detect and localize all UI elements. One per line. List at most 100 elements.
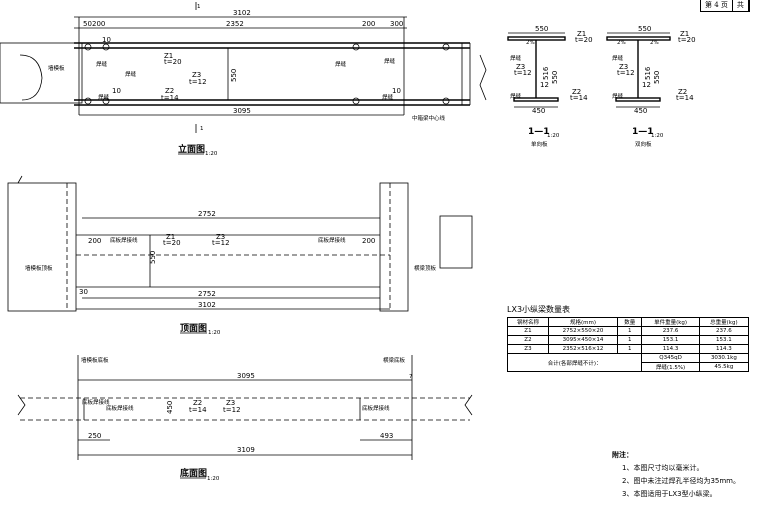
page-number: 第 4 页 — [701, 0, 733, 11]
bot-weld-left-top: 底板焊接线 — [82, 398, 110, 406]
drawing-line — [19, 54, 43, 101]
cell: 237.6 — [698, 326, 750, 336]
z2-thickness: t=14 — [161, 94, 179, 102]
sec2-weld-bottom: 焊缝 — [612, 92, 624, 100]
z3-label: Z3 — [192, 71, 201, 79]
cell: 1 — [617, 335, 643, 345]
bot-right-top: 横梁底板 — [383, 356, 406, 364]
sec2-h2: 550 — [653, 71, 661, 84]
sec2-sub: 双向板 — [635, 140, 652, 148]
top-dim-2752b: 2752 — [198, 290, 216, 298]
sec2-title: 1—1 — [632, 127, 654, 137]
sec2-z1t: t=20 — [678, 36, 696, 44]
sec1-top: 550 — [535, 25, 548, 33]
top-right-label: 横梁顶板 — [414, 264, 437, 272]
drawing-line — [0, 42, 83, 104]
weld-label-3: 焊缝 — [98, 93, 110, 101]
bot-z3: Z3 — [226, 399, 235, 407]
drawing-line — [442, 97, 450, 105]
bot-dim-3109: 3109 — [237, 446, 255, 454]
dim-200-left: 200 — [92, 20, 105, 28]
sec1-weld-top: 焊缝 — [510, 54, 522, 62]
sec2-weld-top: 焊缝 — [612, 54, 624, 62]
top-weld-right: 底板焊接线 — [318, 236, 346, 244]
z1-thickness: t=20 — [164, 58, 182, 66]
weld-size-top: 10 — [102, 36, 111, 44]
drawing-line — [102, 97, 110, 105]
bot-tick: 7 — [409, 374, 413, 380]
z1-label: Z1 — [164, 52, 173, 60]
dim-550: 550 — [230, 69, 238, 82]
sec2-slope-l: 2% — [617, 40, 626, 46]
drawing-line — [7, 182, 77, 312]
table-weld-row: 焊缝(1.5%) 45.5kg — [508, 362, 750, 372]
quantity-table: 钢材名称 规格(mm) 数量 单件重量(kg) 总重量(kg) Z1 2752×… — [506, 317, 750, 372]
sec1-z2t: t=14 — [570, 94, 588, 102]
section-mark-bottom: 1 — [200, 126, 204, 132]
header-spec: 规格(mm) — [547, 317, 619, 327]
note-item: 1、本图尺寸均以毫米计。 — [622, 464, 704, 472]
sec1-slope: 2% — [526, 40, 535, 46]
page-total: 共 — [733, 0, 749, 11]
weld-label-6: 焊缝 — [382, 93, 394, 101]
dim-2352: 2352 — [226, 20, 244, 28]
top-right-offset: 200 — [362, 237, 375, 245]
drawing-line — [352, 97, 360, 105]
top-z3t: t=12 — [212, 239, 230, 247]
drawing-line — [442, 43, 450, 51]
material-label: Q345qD — [641, 353, 700, 363]
table-header-row: 钢材名称 规格(mm) 数量 单件重量(kg) 总重量(kg) — [507, 317, 750, 327]
cell: 153.1 — [641, 335, 700, 345]
top-dim-3102: 3102 — [198, 301, 216, 309]
cell: 237.6 — [641, 326, 700, 336]
cell: 1 — [617, 344, 643, 354]
top-plan-scale: 1:20 — [208, 330, 221, 336]
top-height: 550 — [149, 251, 157, 264]
sec1-z3t: t=12 — [514, 69, 532, 77]
sec1-h1: 516 — [542, 66, 550, 80]
weld-label-5: 焊缝 — [384, 57, 396, 65]
top-z3: Z3 — [216, 233, 225, 241]
center-line-label: 中箱梁中心线 — [412, 114, 446, 122]
z2-label: Z2 — [165, 87, 174, 95]
section-mark-top: 1 — [197, 4, 201, 10]
dim-200-right: 200 — [362, 20, 375, 28]
table-total-row: 合计(各部焊缝不计)： Q345qD 3030.1kg — [506, 353, 750, 372]
sec2-slope-r: 2% — [650, 40, 659, 46]
drawing-line — [507, 36, 566, 41]
top-left-offset: 200 — [88, 237, 101, 245]
bot-plan-title: 底面图 — [180, 467, 207, 479]
weld-value: 45.5kg — [698, 362, 750, 372]
sec1-title: 1—1 — [528, 127, 550, 137]
drawing-line — [102, 43, 110, 51]
sec2-scale: 1:20 — [651, 133, 664, 139]
total-label: 合计(各部焊缝不计)： — [506, 353, 643, 372]
bot-weld-left: 底板焊接线 — [106, 404, 134, 412]
sec1-sub: 单向板 — [531, 140, 548, 148]
drawing-line — [479, 54, 487, 101]
drawing-line — [513, 97, 559, 102]
weld-label-2: 焊缝 — [125, 70, 137, 78]
cell: 114.3 — [641, 344, 700, 354]
bot-weld-right: 底板焊接线 — [362, 404, 390, 412]
drawing-line — [17, 175, 23, 184]
cell: 114.3 — [698, 344, 750, 354]
sec2-z3: Z3 — [619, 63, 628, 71]
sec2-z1: Z1 — [680, 30, 689, 38]
top-left-label: 墙模板顶板 — [25, 264, 53, 272]
cell: Z3 — [507, 344, 549, 354]
top-plan-view: 墙模板顶板 横梁顶板 2752 200 200 底板焊接线 底板焊接线 550 … — [7, 175, 473, 336]
cell: Z2 — [507, 335, 549, 345]
weld-label: 焊缝(1.5%) — [641, 362, 700, 372]
header-qty: 数量 — [617, 317, 643, 327]
weld-label-1: 焊缝 — [96, 60, 108, 68]
page-number-box: 第 4 页 共 — [700, 0, 750, 12]
dim-300: 300 — [390, 20, 403, 28]
drawing-line — [84, 43, 92, 51]
bot-height: 450 — [166, 401, 174, 414]
top-plan-title: 顶面图 — [180, 323, 207, 334]
drawing-line — [615, 97, 661, 102]
bot-z2t: t=14 — [189, 406, 207, 414]
drawing-line — [439, 215, 473, 269]
